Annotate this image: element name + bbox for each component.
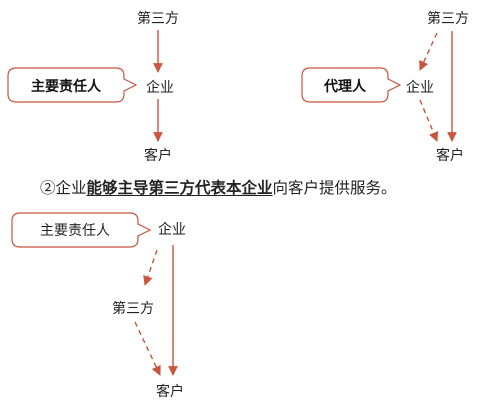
- diagram-principal-bottom: 主要责任人 企业 第三方 客户: [11, 212, 186, 400]
- d3-third-party-label: 第三方: [112, 300, 154, 317]
- diagram-agent-top: 第三方 企业 客户 代理人: [301, 10, 469, 164]
- d3-customer-label: 客户: [156, 383, 184, 400]
- d2-arrow-third-to-enterprise-dashed: [419, 32, 438, 71]
- d2-customer-label: 客户: [436, 147, 464, 164]
- d3-enterprise-label: 企业: [158, 221, 186, 238]
- d1-callout-bubble: [7, 67, 138, 103]
- d2-third-party-label: 第三方: [427, 10, 469, 27]
- d1-third-party-label: 第三方: [137, 10, 179, 27]
- statement-suffix: 向客户提供服务。: [272, 179, 397, 197]
- statement-prefix: ②企业: [40, 179, 87, 197]
- d3-arrow-third-to-customer-dashed: [134, 321, 161, 376]
- d2-arrow-enterprise-to-customer-dashed: [419, 99, 439, 142]
- d1-customer-label: 客户: [144, 147, 172, 164]
- statement-line: ②企业能够主导第三方代表本企业向客户提供服务。: [40, 176, 397, 198]
- d3-arrow-enterprise-to-third-dashed: [143, 249, 158, 286]
- diagram-principal-top: 第三方 企业 客户 主要责任人: [7, 10, 179, 164]
- d1-enterprise-label: 企业: [146, 79, 174, 96]
- d3-callout-bubble: [11, 212, 152, 248]
- d3-callout-text: 主要责任人: [40, 223, 110, 239]
- d2-enterprise-label: 企业: [406, 79, 434, 96]
- d2-callout-bubble: [301, 67, 402, 103]
- d2-callout-text: 代理人: [323, 78, 367, 95]
- d1-callout-text: 主要责任人: [31, 78, 102, 95]
- statement-emphasis: 能够主导第三方代表本企业: [86, 178, 273, 197]
